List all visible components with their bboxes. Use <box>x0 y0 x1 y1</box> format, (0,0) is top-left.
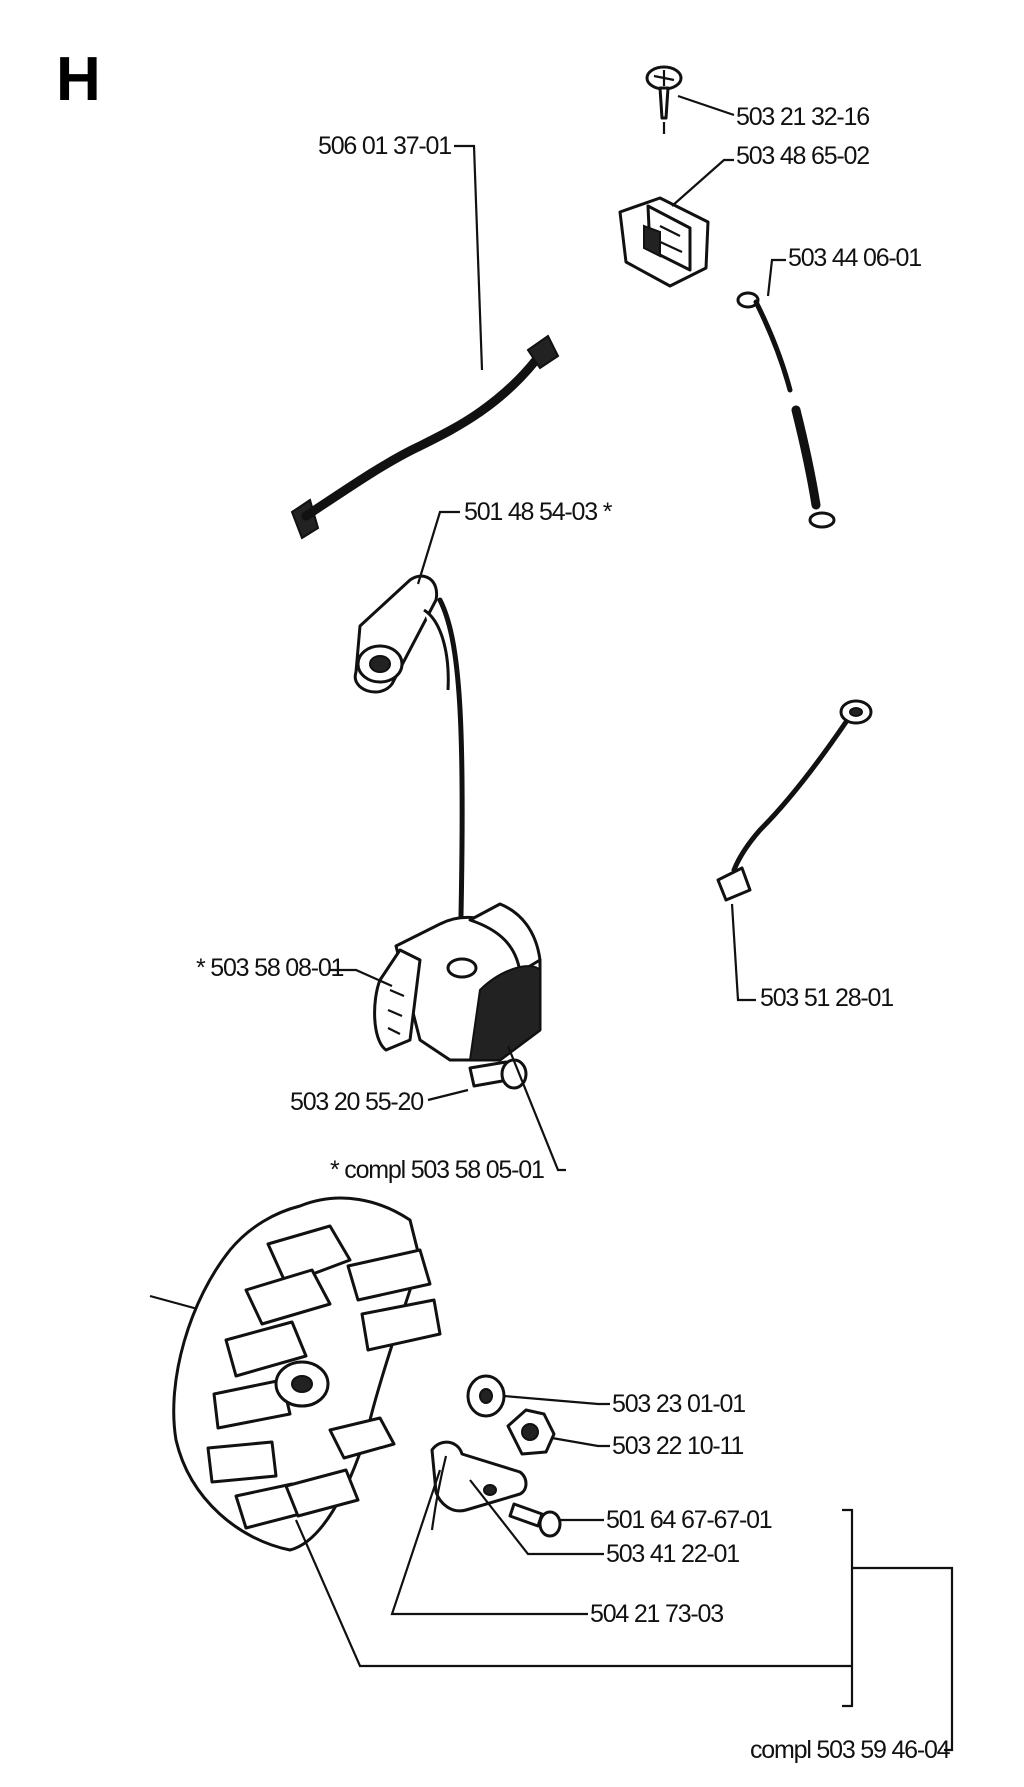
label-pawl-screw: 501 64 67-67-01 <box>606 1506 772 1534</box>
label-washer: 503 23 01-01 <box>612 1390 745 1418</box>
leader-flywheel <box>294 1519 852 1668</box>
leader-ground-cable <box>730 903 756 1002</box>
label-coil-part: * 503 58 08-01 <box>196 954 344 982</box>
label-spark-plug-cap: 501 48 54-03 * <box>464 498 613 526</box>
coil-screw-part <box>468 1058 528 1090</box>
label-screw-top: 503 21 32-16 <box>736 103 869 131</box>
ground-cable-part <box>716 699 873 902</box>
short-circuit-cable-part <box>736 291 836 529</box>
leader-coil-part <box>330 968 393 988</box>
pawl-screw-part <box>508 1502 562 1538</box>
coil-lead-wire <box>437 597 465 963</box>
leader-nut <box>551 1436 610 1448</box>
leader-washer <box>503 1394 610 1406</box>
leader-screw-top <box>677 94 735 117</box>
label-pawl-plate: 503 41 22-01 <box>606 1540 739 1568</box>
label-spring: 504 21 73-03 <box>590 1600 723 1628</box>
label-ignition-compl: * compl 503 58 05-01 <box>330 1156 544 1184</box>
section-letter: H <box>56 45 101 114</box>
washer-part <box>466 1374 506 1418</box>
label-flywheel-compl: compl 503 59 46-04 <box>750 1736 951 1764</box>
nut-part <box>506 1408 556 1456</box>
leader-cable-left <box>454 144 484 371</box>
leader-coil-screw <box>427 1088 469 1102</box>
leader-short-circuit-cable <box>766 258 786 297</box>
label-coil-screw: 503 20 55-20 <box>290 1088 423 1116</box>
flywheel-part <box>149 1196 442 1552</box>
label-short-circuit-cable: 503 44 06-01 <box>788 244 921 272</box>
switch-part <box>618 196 710 288</box>
leader-switch <box>671 158 734 207</box>
label-switch: 503 48 65-02 <box>736 142 869 170</box>
spark-plug-cap-part <box>353 574 450 694</box>
bracket-stem-flywheel-compl <box>852 1566 954 1752</box>
label-ground-cable: 503 51 28-01 <box>760 984 893 1012</box>
cable-left-part <box>290 334 560 540</box>
leader-ignition-compl <box>506 1045 566 1172</box>
leader-spark-plug-cap <box>416 510 460 585</box>
label-cable-left: 506 01 37-01 <box>318 132 451 160</box>
leader-pawl-plate <box>469 1479 604 1556</box>
leader-spring <box>390 1469 588 1616</box>
pawl-plate-part <box>430 1440 528 1531</box>
bracket-flywheel-compl <box>842 1508 854 1708</box>
screw-top-part <box>645 65 683 134</box>
ignition-coil-part <box>373 902 542 1062</box>
label-nut: 503 22 10-11 <box>612 1432 743 1460</box>
